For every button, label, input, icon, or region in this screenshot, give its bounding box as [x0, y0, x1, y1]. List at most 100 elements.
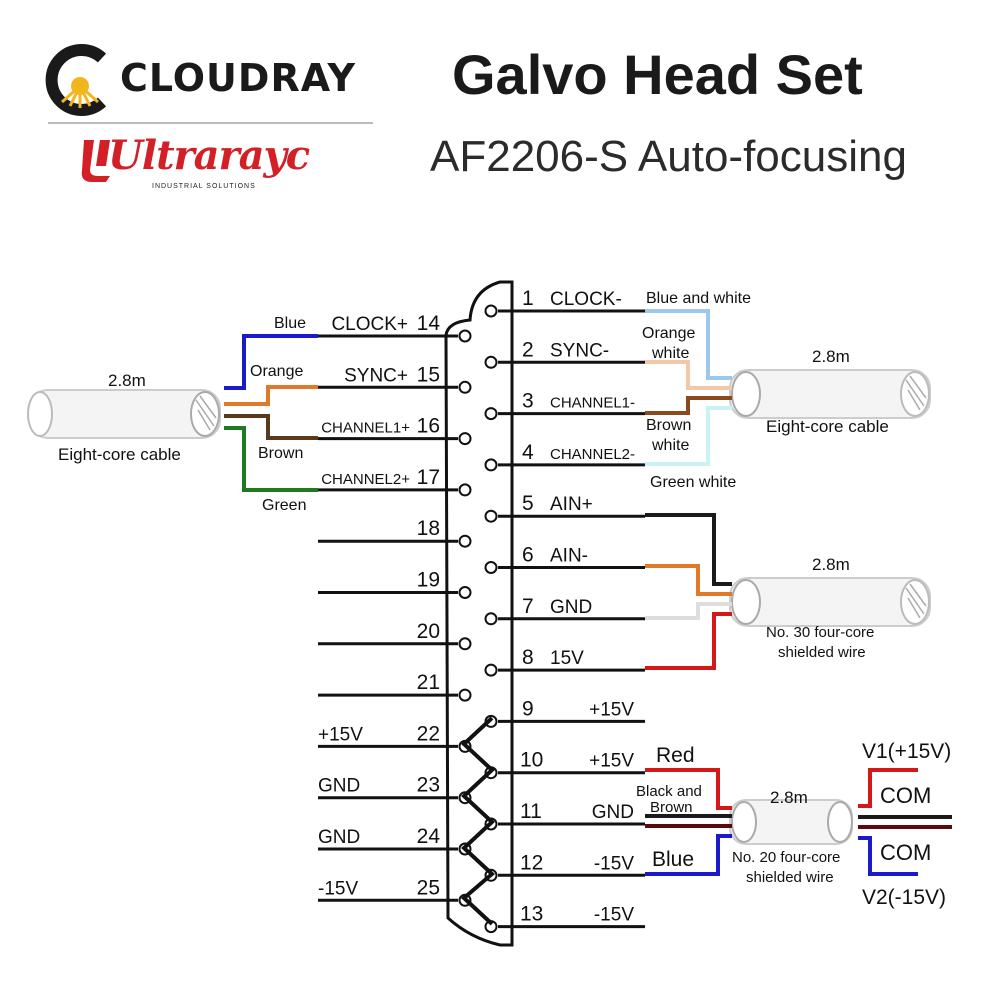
right-pin-signal-4: CHANNEL2- [550, 446, 635, 463]
wire-label-green-white: Green white [650, 474, 736, 491]
power-cable [729, 799, 853, 845]
header: CLOUDRAY Ultrarayc INDUSTRIAL SOLUTIONS … [0, 0, 1000, 210]
page-title: Galvo Head Set [452, 43, 863, 106]
left-pin-hole-14 [458, 329, 472, 343]
wire-label-brown-white: white [651, 437, 689, 454]
right-cable-1-type: Eight-core cable [766, 417, 889, 436]
power-cable-type-line2: shielded wire [746, 869, 834, 886]
left-pin-hole-15 [458, 380, 472, 394]
right-pin-number-9: 9 [522, 697, 534, 720]
wire-label-green: Green [262, 497, 306, 514]
ultrarayc-logo-icon [81, 140, 110, 182]
left-pin-number-14: 14 [417, 312, 441, 335]
wire-green-white [645, 406, 732, 466]
left-cable-length: 2.8m [108, 371, 146, 390]
left-pin-signal-16: CHANNEL1+ [321, 420, 410, 437]
right-pin-hole-4 [484, 458, 498, 472]
right-pin-hole-1 [484, 304, 498, 318]
right-pin-signal-11: GND [592, 802, 634, 823]
left-pin-number-15: 15 [417, 363, 440, 386]
right-pin-signal-8: 15V [550, 648, 584, 669]
right-pin-hole-3 [484, 407, 498, 421]
wire-label-blue: Blue [274, 315, 306, 332]
right-pin-number-1: 1 [522, 287, 534, 310]
right-cable-2-type-line1: No. 30 four-core [766, 624, 874, 641]
wire-label-blue-white: Blue and white [646, 290, 751, 307]
left-pin-hole-17 [458, 483, 472, 497]
output-com-2: COM [880, 840, 931, 865]
right-eight-core-cable [729, 369, 931, 419]
right-pin-hole-8 [484, 663, 498, 677]
wire-red-15v [645, 612, 732, 670]
right-pin-hole-6 [484, 561, 498, 574]
wire-blue-left [224, 334, 318, 390]
db25-connector-body [444, 280, 514, 947]
left-pin-number-17: 17 [417, 466, 440, 489]
left-pin-number-25: 25 [417, 876, 440, 899]
cloudray-logo-icon [45, 44, 107, 116]
left-pin-hole-20 [458, 637, 472, 651]
brand-ultrarayc-subtitle: INDUSTRIAL SOLUTIONS [152, 183, 256, 190]
brand-cloudray: CLOUDRAY [120, 56, 356, 100]
right-pin-signal-2: SYNC- [550, 340, 609, 361]
wire-label-orange: Orange [250, 363, 303, 380]
right-pin-number-7: 7 [522, 595, 534, 618]
right-pin-signal-7: GND [550, 597, 592, 618]
wire-black-ain-plus [645, 513, 732, 586]
right-pin-signal-3: CHANNEL1- [550, 395, 635, 412]
wire-label-red: Red [656, 744, 695, 767]
left-pin-group: 14CLOCK+15SYNC+16CHANNEL1+17CHANNEL2+181… [318, 312, 472, 907]
wire-gray-gnd [645, 602, 732, 620]
right-cable-2-length: 2.8m [812, 555, 850, 574]
left-pin-number-24: 24 [417, 825, 441, 848]
output-v1: V1(+15V) [862, 740, 951, 763]
right-pin-hole-5 [484, 509, 498, 523]
wire-label-brown: Brown [646, 417, 691, 434]
left-pin-number-19: 19 [417, 569, 440, 592]
wire-label-blue-power: Blue [652, 848, 694, 871]
wire-orange-left [224, 385, 318, 406]
left-eight-core-cable [27, 389, 221, 439]
left-cable-type: Eight-core cable [58, 445, 181, 464]
right-pin-number-13: 13 [520, 903, 543, 926]
wire-orange-ain-minus [645, 564, 732, 596]
left-pin-signal-15: SYNC+ [344, 365, 408, 386]
right-pin-number-12: 12 [520, 851, 543, 874]
right-pin-signal-9: +15V [589, 699, 634, 720]
left-pin-number-21: 21 [417, 671, 440, 694]
right-pin-hole-2 [484, 355, 498, 369]
left-pin-hole-19 [458, 586, 472, 599]
output-com-1: COM [880, 783, 931, 808]
wire-orange-white [645, 360, 732, 390]
page-subtitle: AF2206-S Auto-focusing [430, 132, 907, 181]
left-pin-hole-18 [458, 534, 472, 548]
right-four-core-cable [729, 577, 931, 627]
wire-blue-power [645, 834, 732, 876]
wire-label-orange: Orange [642, 325, 695, 342]
header-divider [48, 122, 373, 124]
left-pin-number-16: 16 [417, 415, 440, 438]
wire-label-brown: Brown [258, 445, 303, 462]
wire-label-orange-white: white [651, 345, 689, 362]
right-cable-1-length: 2.8m [812, 347, 850, 366]
output-v2: V2(-15V) [862, 886, 946, 909]
left-pin-signal-25: -15V [318, 878, 358, 899]
left-pin-number-22: 22 [417, 722, 440, 745]
power-jumper-lines [460, 716, 496, 926]
left-pin-number-23: 23 [417, 774, 440, 797]
right-cable-2-type-line2: shielded wire [778, 644, 866, 661]
output-blue-wire [858, 836, 918, 876]
right-pin-signal-5: AIN+ [550, 494, 593, 515]
brand-ultrarayc: Ultrarayc [108, 132, 310, 179]
left-pin-signal-17: CHANNEL2+ [321, 471, 410, 488]
right-pin-number-4: 4 [522, 441, 534, 464]
left-pin-signal-24: GND [318, 827, 360, 848]
left-pin-hole-16 [458, 432, 472, 446]
wire-label-brown-power: Brown [650, 799, 693, 816]
right-pin-signal-12: -15V [594, 853, 634, 874]
right-pin-signal-13: -15V [594, 905, 634, 926]
right-pin-number-8: 8 [522, 646, 534, 669]
wire-blue-white [645, 309, 732, 380]
